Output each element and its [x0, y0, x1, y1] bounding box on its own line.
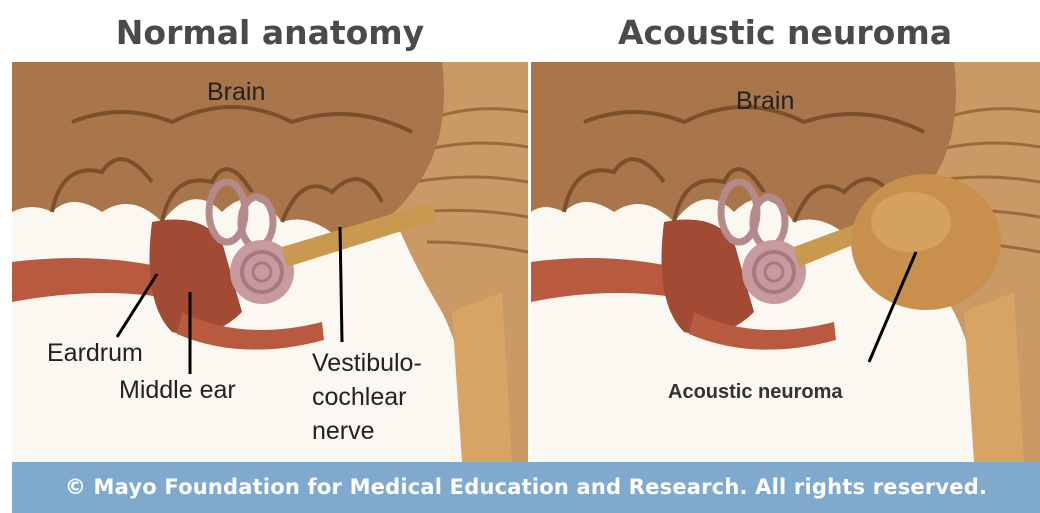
- middle-ear-shape: [150, 220, 243, 335]
- ear-canal: [12, 258, 162, 302]
- title-acoustic-neuroma: Acoustic neuroma: [530, 8, 1040, 58]
- panel-normal-anatomy: Brain Eardrum Middle ear Vestibulo- coch…: [12, 62, 528, 462]
- label-brain: Brain: [736, 86, 794, 117]
- label-nerve-line3: nerve: [312, 416, 375, 447]
- ear-canal: [531, 258, 674, 302]
- label-eardrum: Eardrum: [47, 338, 143, 369]
- panel-acoustic-neuroma: Brain Acoustic neuroma: [531, 62, 1040, 462]
- label-brain: Brain: [207, 77, 265, 108]
- label-acoustic-neuroma: Acoustic neuroma: [668, 377, 842, 408]
- label-nerve-line1: Vestibulo-: [312, 348, 422, 379]
- spinal-nerves: [964, 292, 1024, 462]
- spinal-nerves: [452, 292, 512, 462]
- middle-ear-shape: [662, 220, 755, 335]
- copyright-footer: © Mayo Foundation for Medical Education …: [12, 462, 1040, 513]
- normal-anatomy-illustration: [12, 62, 528, 462]
- label-middle-ear: Middle ear: [119, 375, 236, 406]
- title-normal-anatomy: Normal anatomy: [12, 8, 528, 58]
- label-nerve-line2: cochlear: [312, 382, 407, 413]
